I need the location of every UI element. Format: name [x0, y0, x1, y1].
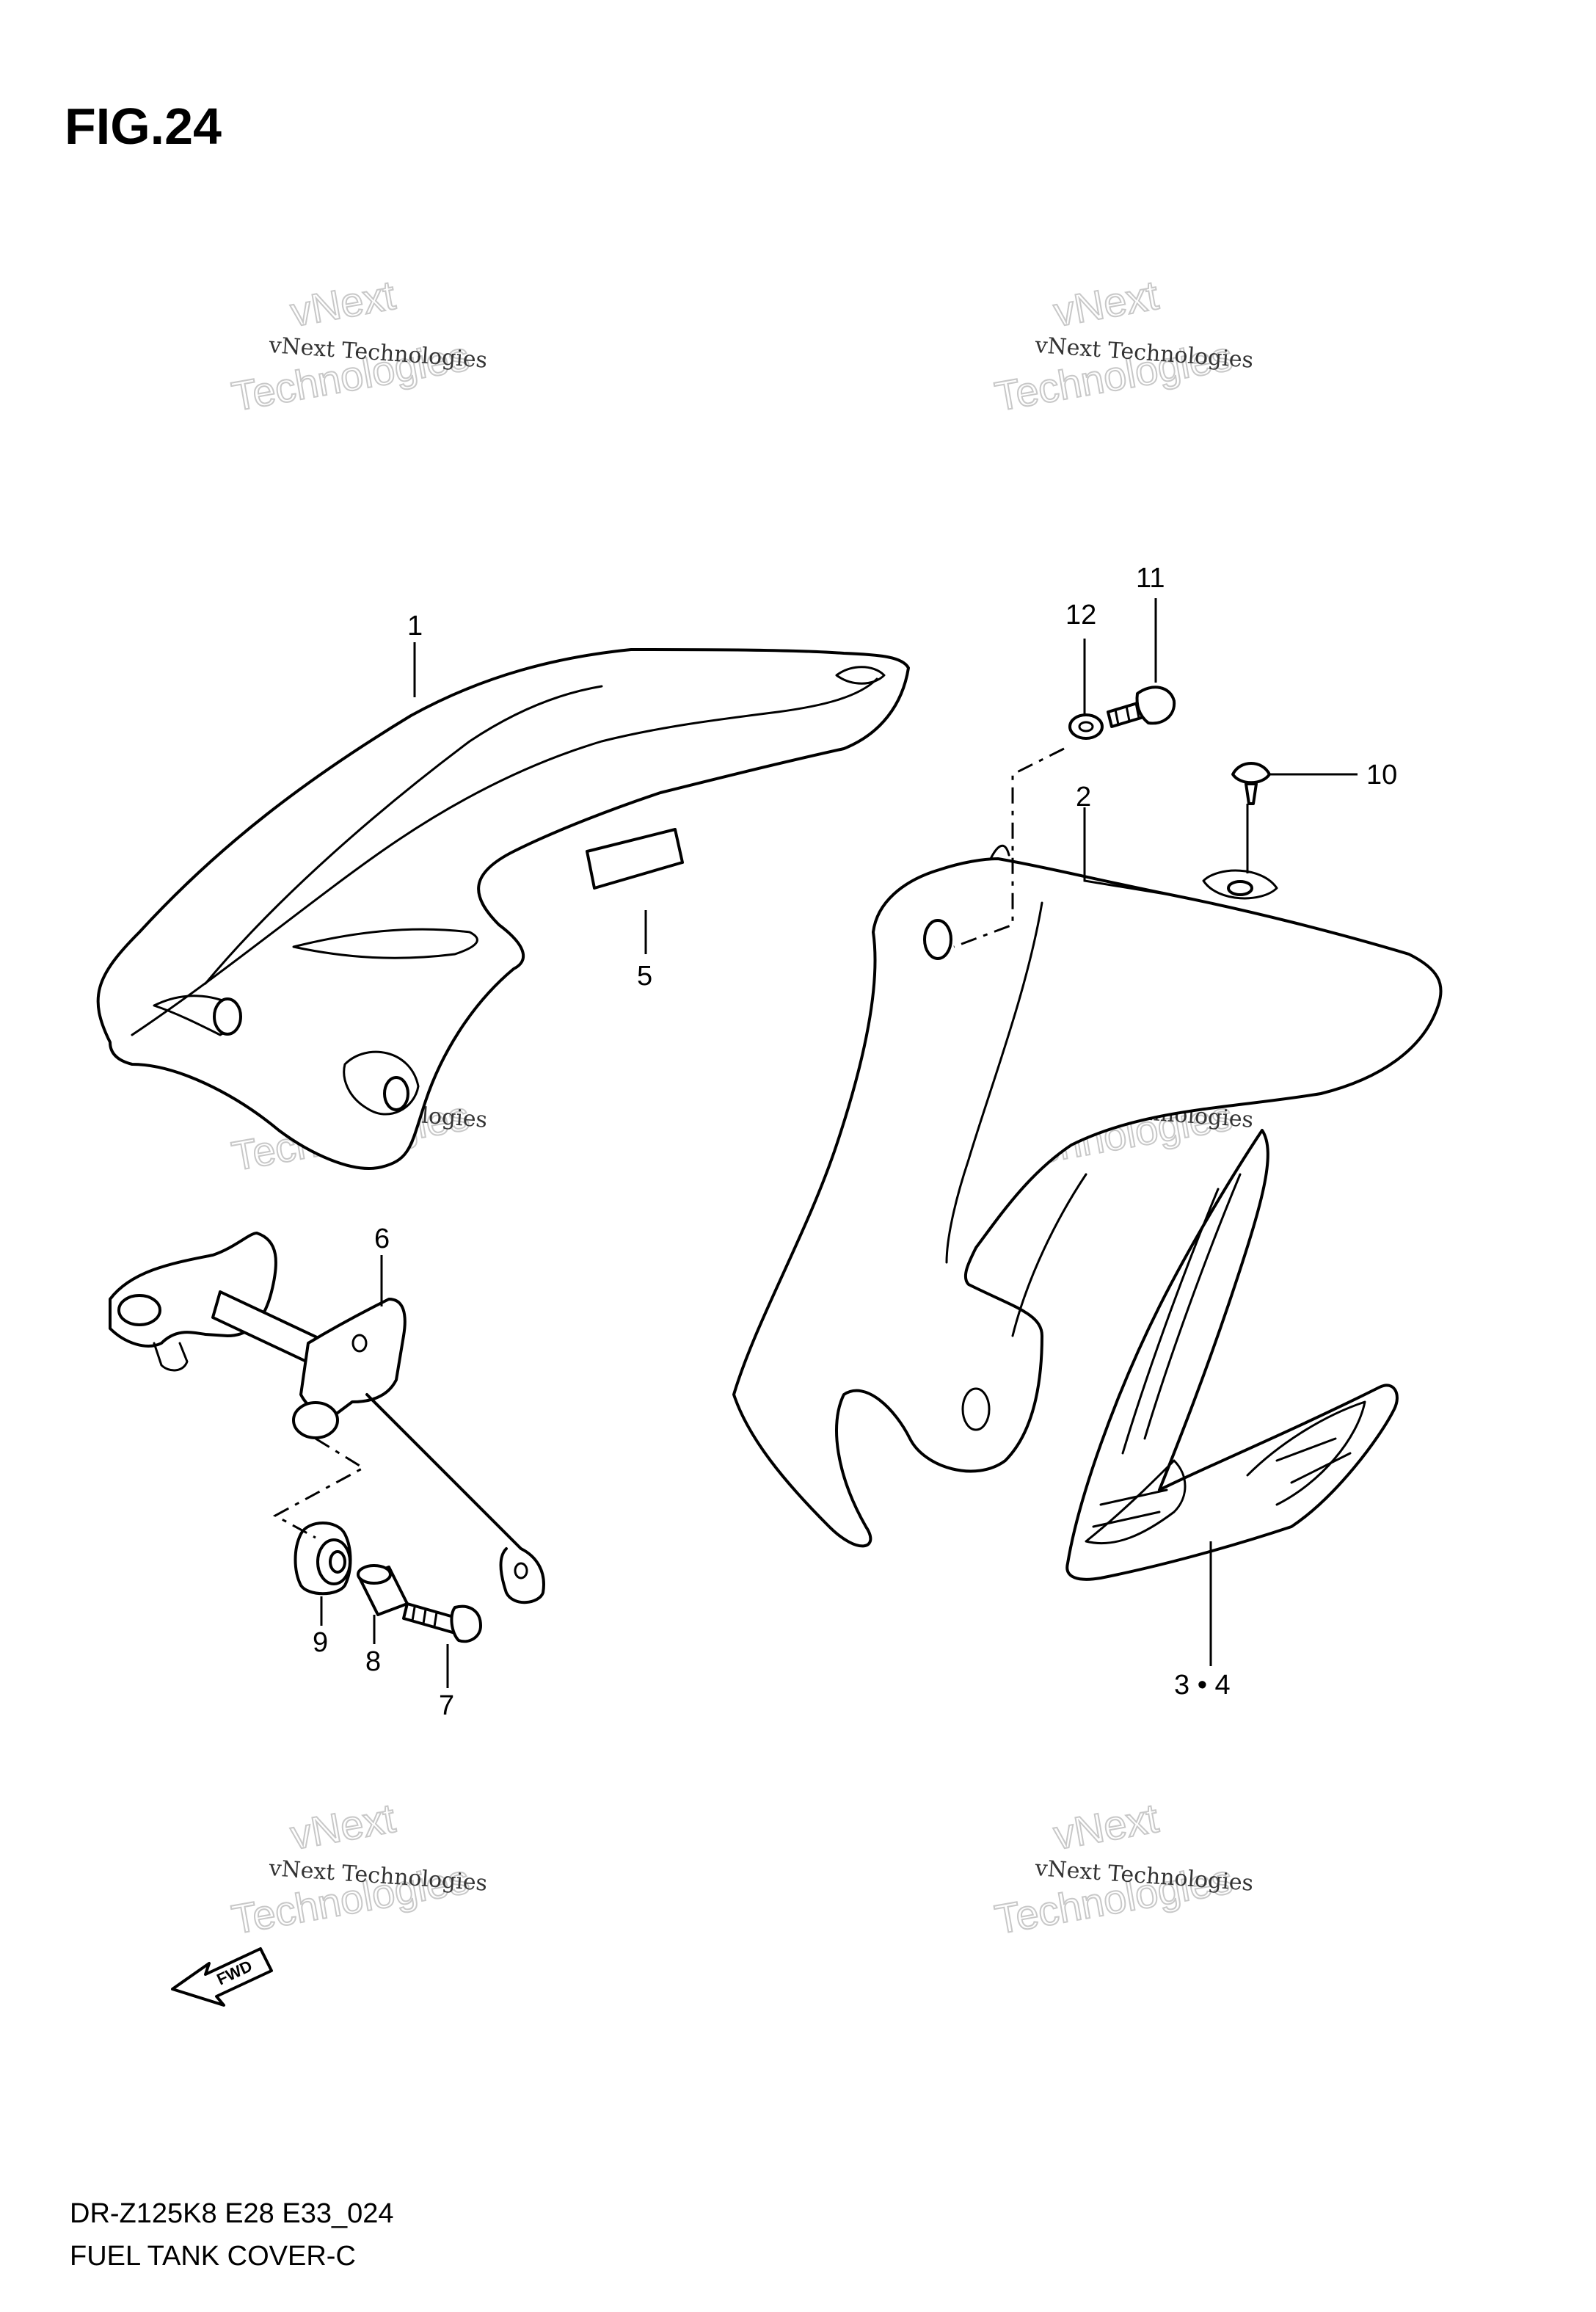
part-12-washer [1068, 713, 1104, 740]
callout-3-4: 3 • 4 [1174, 1670, 1231, 1701]
part-6-bracket [109, 1232, 545, 1604]
part-10-clip [1231, 762, 1271, 805]
callout-2: 2 [1076, 782, 1091, 813]
part-5-cushion-pad [586, 828, 684, 890]
part-9-grommet [294, 1522, 352, 1596]
part-11-bolt [1107, 686, 1176, 728]
diagram-name: FUEL TANK COVER-C [70, 2241, 356, 2272]
watermark-bottom-left: vNext Technologies vNext Technologies [227, 1794, 488, 1944]
part-3-4-emblem-decal [1065, 1129, 1399, 1581]
watermark-top-right: vNext Technologies vNext Technologies [991, 271, 1254, 421]
svg-text:vNext: vNext [287, 272, 398, 335]
callout-7: 7 [439, 1690, 454, 1721]
svg-text:vNext: vNext [1050, 272, 1162, 335]
svg-text:vNext: vNext [1050, 1795, 1162, 1858]
callout-11: 11 [1136, 563, 1165, 594]
callout-1: 1 [407, 611, 423, 641]
figure-title: FIG.24 [65, 98, 222, 155]
callout-5: 5 [637, 961, 652, 992]
watermark-top-left: vNext Technologies vNext Technologies [227, 271, 488, 421]
part-8-collar [357, 1564, 409, 1616]
watermark-bottom-right: vNext Technologies vNext Technologies [991, 1794, 1254, 1944]
callout-8: 8 [365, 1646, 381, 1677]
part-2-right-shroud [732, 845, 1443, 1548]
assembly-dashes [272, 747, 1065, 1539]
fwd-arrow-icon: FWD [171, 1947, 273, 2007]
model-code: DR-Z125K8 E28 E33_024 [70, 2198, 394, 2229]
part-7-bolt [402, 1602, 482, 1643]
callout-12: 12 [1065, 600, 1096, 630]
callout-6: 6 [374, 1224, 390, 1254]
part-1-left-shroud [96, 648, 910, 1170]
callout-9: 9 [313, 1627, 328, 1658]
callout-10: 10 [1366, 760, 1397, 790]
svg-text:vNext: vNext [287, 1795, 398, 1858]
leader-lines [320, 598, 1358, 1688]
